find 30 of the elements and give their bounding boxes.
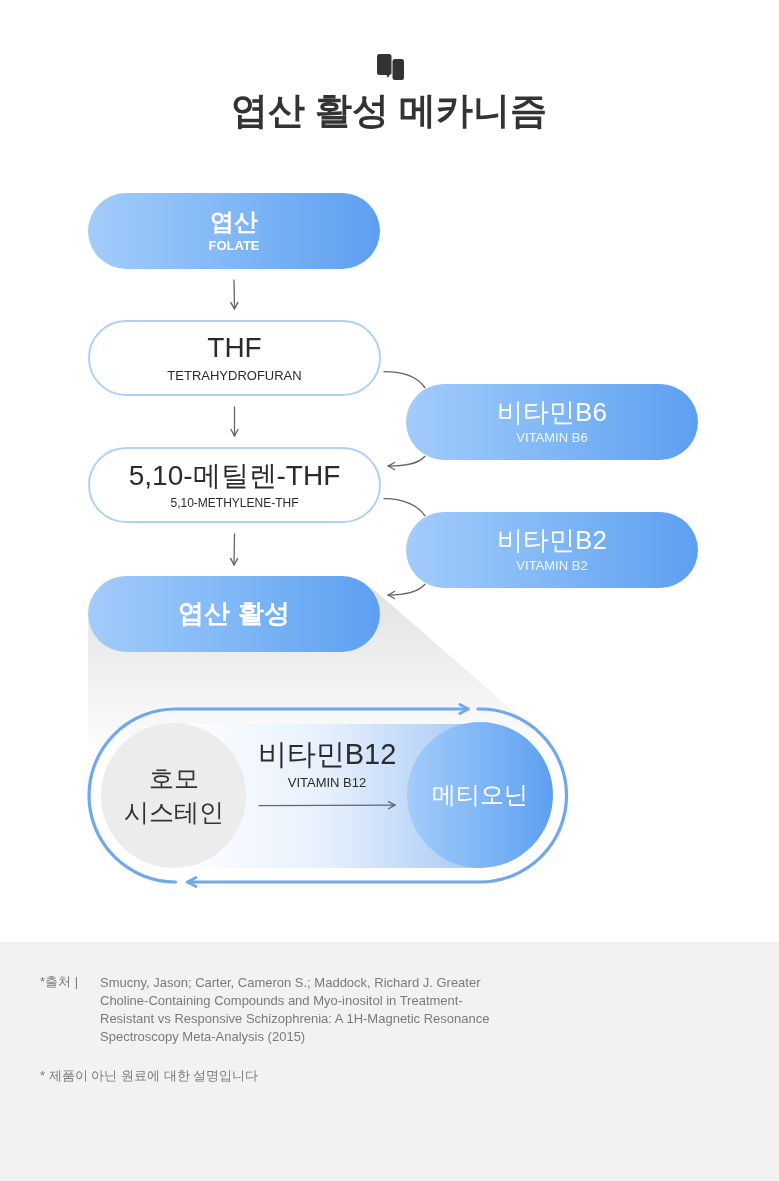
node-title: 비타민B6: [497, 398, 607, 428]
node-subtitle: 5,10-METHYLENE-THF: [170, 496, 299, 511]
node-title: 5,10-메틸렌-THF: [128, 459, 341, 492]
arrow: [387, 583, 426, 600]
node-subtitle: VITAMIN B6: [516, 430, 588, 446]
node-title: THF: [207, 331, 262, 365]
arrow: [229, 533, 239, 566]
node-title: 엽산: [210, 207, 258, 236]
arrow: [258, 801, 396, 810]
title: 엽산 활성 메카니즘: [230, 89, 548, 133]
node-title: 메티오닌: [432, 781, 528, 809]
node-title: 엽산 활성: [178, 599, 290, 629]
node-subtitle: FOLATE: [208, 239, 260, 255]
node-subtitle: VITAMIN B2: [516, 558, 588, 574]
arrow: [387, 455, 426, 471]
arrow: [87, 703, 470, 884]
edge-label: 비타민B12: [257, 738, 397, 773]
subtitle-text: VITAMIN B12: [287, 775, 367, 792]
connector-line: [383, 498, 426, 517]
connector-line: [383, 371, 426, 389]
arrow: [185, 707, 568, 888]
node-title: 호모 시스테인: [122, 762, 225, 828]
node-subtitle: TETRAHYDROFURAN: [167, 369, 302, 385]
citation-text: Smucny, Jason; Carter, Cameron S.; Maddock, Richard J. Greater Choline-Containing Compounds and Myo-inositol in Treatment-Resistant vs Responsive Schizophrenia: A 1H-Magnetic Resonance Spectroscopy Meta-Analysis (2015): [100, 974, 491, 1046]
pill-box: [88, 576, 380, 652]
arrow: [230, 279, 239, 310]
node-title: 비타민B2: [497, 526, 607, 556]
footnote-text: * 제품이 아닌 원료에 대한 설명입니다: [40, 1068, 259, 1085]
source-label: *출처 |: [40, 974, 79, 991]
arrow: [230, 406, 239, 437]
